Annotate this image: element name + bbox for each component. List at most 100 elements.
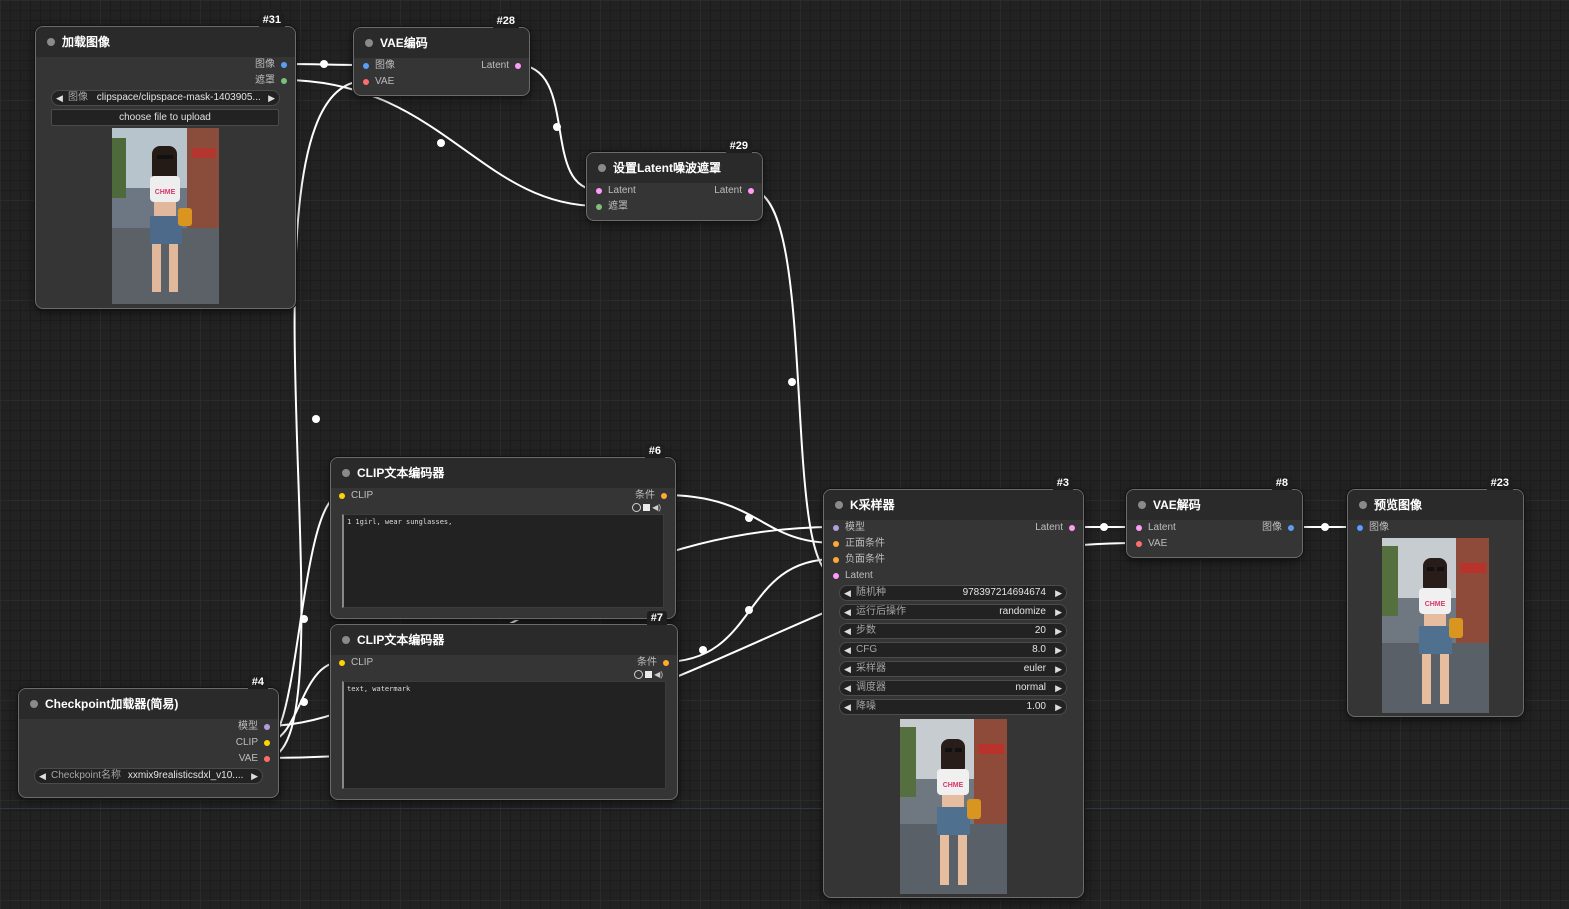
node-title[interactable]: VAE解码 (1127, 490, 1302, 520)
arrow-left-icon[interactable]: ◀ (844, 626, 851, 636)
node-vae-decode[interactable]: #8 VAE解码 Latent VAE 图像 (1126, 476, 1303, 558)
wire-midpoint[interactable] (300, 615, 308, 623)
node-checkpoint-loader[interactable]: #4 Checkpoint加载器(简易) 模型 CLIP VAE ◀ Check… (18, 675, 279, 798)
wire-midpoint[interactable] (437, 139, 445, 147)
speaker-icon[interactable]: ◀) (652, 503, 661, 512)
slot-dot-icon[interactable] (1136, 525, 1142, 531)
input-latent[interactable]: Latent (833, 569, 873, 583)
slot-dot-icon[interactable] (663, 660, 669, 666)
input-image[interactable]: 图像 (363, 59, 395, 73)
arrow-left-icon[interactable]: ◀ (844, 607, 851, 617)
arrow-right-icon[interactable]: ▶ (1055, 588, 1062, 598)
input-negative[interactable]: 负面条件 (833, 553, 885, 567)
slot-dot-icon[interactable] (363, 63, 369, 69)
slot-dot-icon[interactable] (833, 541, 839, 547)
collapse-dot-icon[interactable] (47, 38, 55, 46)
collapse-dot-icon[interactable] (1138, 501, 1146, 509)
input-latent[interactable]: Latent (596, 184, 636, 198)
input-image[interactable]: 图像 (1357, 521, 1389, 535)
slot-dot-icon[interactable] (264, 756, 270, 762)
prompt-textarea[interactable]: text, watermark (342, 681, 666, 789)
output-model[interactable]: 模型 (238, 720, 270, 734)
arrow-left-icon[interactable]: ◀ (56, 93, 63, 103)
node-title[interactable]: 预览图像 (1348, 490, 1523, 520)
node-title[interactable]: 加载图像 (36, 27, 295, 57)
collapse-dot-icon[interactable] (30, 700, 38, 708)
arrow-right-icon[interactable]: ▶ (251, 771, 258, 781)
checkpoint-combo[interactable]: ◀ Checkpoint名称 xxmix9realisticsdxl_v10..… (34, 768, 263, 784)
input-clip[interactable]: CLIP (339, 489, 373, 503)
slot-dot-icon[interactable] (1288, 525, 1294, 531)
collapse-dot-icon[interactable] (342, 469, 350, 477)
checkbox-icon[interactable] (643, 504, 651, 512)
node-title[interactable]: 设置Latent噪波遮罩 (587, 153, 762, 183)
node-title[interactable]: Checkpoint加载器(简易) (19, 689, 278, 719)
output-latent[interactable]: Latent (714, 184, 754, 198)
output-latent[interactable]: Latent (481, 59, 521, 73)
arrow-left-icon[interactable]: ◀ (844, 645, 851, 655)
circle-icon[interactable] (632, 503, 642, 513)
arrow-left-icon[interactable]: ◀ (39, 771, 46, 781)
image-combo[interactable]: ◀ 图像 clipspace/clipspace-mask-1403905...… (51, 90, 280, 106)
arrow-right-icon[interactable]: ▶ (1055, 683, 1062, 693)
node-title[interactable]: CLIP文本编码器 (331, 625, 677, 655)
input-positive[interactable]: 正面条件 (833, 537, 885, 551)
wire-midpoint[interactable] (699, 646, 707, 654)
arrow-right-icon[interactable]: ▶ (1055, 702, 1062, 712)
node-preview-image[interactable]: #23 预览图像 图像 CHME (1347, 476, 1524, 717)
arrow-left-icon[interactable]: ◀ (844, 664, 851, 674)
slot-dot-icon[interactable] (833, 525, 839, 531)
arrow-right-icon[interactable]: ▶ (268, 93, 275, 103)
circle-icon[interactable] (634, 670, 644, 680)
slot-dot-icon[interactable] (339, 660, 345, 666)
slot-dot-icon[interactable] (661, 493, 667, 499)
wire-midpoint[interactable] (553, 123, 561, 131)
node-title[interactable]: VAE编码 (354, 28, 529, 58)
output-image[interactable]: 图像 (1262, 521, 1294, 535)
prompt-textarea[interactable]: 1 1girl, wear sunglasses, (342, 514, 664, 608)
slot-dot-icon[interactable] (339, 493, 345, 499)
input-latent[interactable]: Latent (1136, 521, 1176, 535)
input-vae[interactable]: VAE (363, 75, 394, 89)
checkbox-icon[interactable] (645, 671, 653, 679)
slot-dot-icon[interactable] (1136, 541, 1142, 547)
node-set-latent-noise-mask[interactable]: #29 设置Latent噪波遮罩 Latent 遮罩 Latent (586, 139, 763, 221)
wire-midpoint[interactable] (312, 415, 320, 423)
slot-dot-icon[interactable] (1069, 525, 1075, 531)
output-image[interactable]: 图像 (255, 58, 287, 72)
output-clip[interactable]: CLIP (236, 736, 270, 750)
input-vae[interactable]: VAE (1136, 537, 1167, 551)
node-title[interactable]: K采样器 (824, 490, 1083, 520)
slot-dot-icon[interactable] (833, 573, 839, 579)
input-mask[interactable]: 遮罩 (596, 200, 628, 214)
input-clip[interactable]: CLIP (339, 656, 373, 670)
arrow-right-icon[interactable]: ▶ (1055, 645, 1062, 655)
slot-dot-icon[interactable] (1357, 525, 1363, 531)
arrow-left-icon[interactable]: ◀ (844, 588, 851, 598)
arrow-right-icon[interactable]: ▶ (1055, 607, 1062, 617)
slot-dot-icon[interactable] (281, 78, 287, 84)
slot-dot-icon[interactable] (363, 79, 369, 85)
collapse-dot-icon[interactable] (342, 636, 350, 644)
collapse-dot-icon[interactable] (1359, 501, 1367, 509)
slot-dot-icon[interactable] (515, 63, 521, 69)
output-conditioning[interactable]: 条件 (637, 656, 669, 670)
arrow-left-icon[interactable]: ◀ (844, 702, 851, 712)
wire-midpoint[interactable] (1321, 523, 1329, 531)
wire-midpoint[interactable] (745, 606, 753, 614)
node-vae-encode[interactable]: #28 VAE编码 图像 VAE Latent (353, 14, 530, 96)
node-clip-text-encode-negative[interactable]: #7 CLIP文本编码器 CLIP 条件 ◀) text, watermark (330, 611, 678, 800)
wire-midpoint[interactable] (788, 378, 796, 386)
collapse-dot-icon[interactable] (365, 39, 373, 47)
node-load-image[interactable]: #31 加载图像 图像 遮罩 ◀ 图像 clipspace/clipspace-… (35, 13, 296, 309)
slot-dot-icon[interactable] (833, 557, 839, 563)
slot-dot-icon[interactable] (264, 740, 270, 746)
collapse-dot-icon[interactable] (835, 501, 843, 509)
arrow-right-icon[interactable]: ▶ (1055, 664, 1062, 674)
